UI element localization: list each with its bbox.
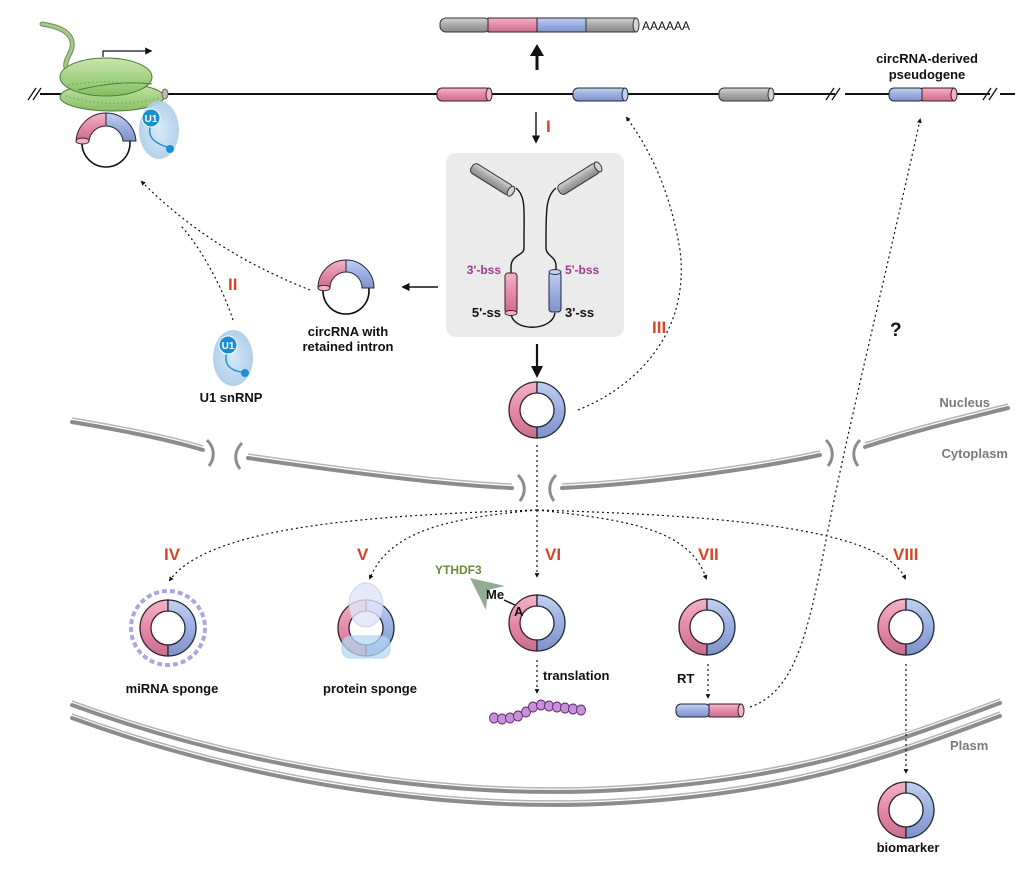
pathway-viii-arrow <box>536 509 906 580</box>
nuclear-pore <box>234 441 244 470</box>
amino-acid-bead <box>576 704 586 716</box>
nuclear-pore <box>852 438 862 467</box>
amino-acid-bead <box>505 712 515 724</box>
nuclear-pore <box>548 473 558 502</box>
backsplice-blue-exon <box>548 269 562 313</box>
retrotransposition-arrow <box>749 118 922 708</box>
mirna-cluster <box>129 589 207 667</box>
methyl-label: Me <box>486 587 504 602</box>
genomic-dna: circRNA-derived pseudogene <box>27 51 1015 102</box>
plasma-membrane <box>70 698 1002 807</box>
canonical-splicing-arrow <box>530 44 544 70</box>
unknown-mechanism-label: ? <box>890 320 902 341</box>
exon-pink-genomic <box>436 87 493 102</box>
biomarker-label: biomarker <box>877 840 940 855</box>
backsplicing-box: 3'-bss 5'-bss 5'-ss 3'-ss <box>446 153 624 337</box>
mirna-sponge-circrna <box>129 589 207 667</box>
exon-grey-genomic <box>718 87 775 102</box>
pathway-vi-label: VI <box>545 545 561 564</box>
pathway-iv-label: IV <box>164 545 181 564</box>
amino-acid-bead <box>513 710 523 722</box>
pathway-v-arrow <box>368 509 538 580</box>
break-mark-right <box>982 87 998 101</box>
amino-acid-bead <box>528 701 538 713</box>
protein-sponge-label: protein sponge <box>323 681 417 696</box>
rt-template-circrna <box>678 598 736 656</box>
pseudogene-label-line2: pseudogene <box>889 67 966 82</box>
amino-acid-bead <box>521 706 531 718</box>
label-5-bss: 5'-bss <box>565 263 600 277</box>
circrna-cdna <box>675 703 745 718</box>
backsplice-pink-exon <box>504 272 518 316</box>
ythdf3-label: YTHDF3 <box>435 563 482 577</box>
pathway-ii-u1-link <box>179 224 234 321</box>
label-3-bss: 3'-bss <box>467 263 502 277</box>
branch-arrows <box>168 509 906 582</box>
backsplicing-product-arrow <box>531 344 543 378</box>
mirna-sponge-label: miRNA sponge <box>126 681 219 696</box>
pathway-viii-label: VIII <box>893 545 919 564</box>
pathway-vii-arrow <box>536 509 708 580</box>
pathway-vii-label: VII <box>698 545 719 564</box>
biomarker-circrna <box>877 781 935 839</box>
pathway-ii-label: II <box>228 275 237 294</box>
polya-tail: AAAAAA <box>642 19 690 33</box>
pathway-v-label: V <box>357 545 369 564</box>
rna-polymerase-ii <box>39 21 169 112</box>
break-mark-mid <box>825 87 841 101</box>
u1-snrnp-label: U1 snRNP <box>200 390 263 405</box>
nuclear-pore <box>824 438 834 467</box>
secreted-circrna <box>877 598 935 656</box>
bound-protein <box>348 582 384 628</box>
protein-sponge-circrna <box>337 582 395 659</box>
u1-badge-top: U1 <box>145 114 158 125</box>
cytoplasm-label: Cytoplasm <box>942 446 1008 461</box>
pathway-ii-arrow <box>140 180 311 291</box>
pathway-i-label: I <box>546 117 551 136</box>
label-3-ss: 3'-ss <box>565 305 594 320</box>
ythdf3-protein <box>470 578 505 610</box>
bound-protein <box>341 635 391 659</box>
translation-label: translation <box>543 668 610 683</box>
pseudogene-label-line1: circRNA-derived <box>876 51 978 66</box>
u1-snrnp-at-polymerase: U1 <box>139 101 179 159</box>
eicirna-label-line1: circRNA with <box>308 324 388 339</box>
exon-blue-genomic <box>572 87 629 102</box>
rt-label: RT <box>677 671 694 686</box>
label-5-ss: 5'-ss <box>472 305 501 320</box>
eicirna <box>317 259 375 315</box>
nuclear-pore <box>205 438 215 467</box>
eicirna-label-line2: retained intron <box>302 339 393 354</box>
linear-mrna: AAAAAA <box>439 17 690 33</box>
tss-arrow <box>102 47 153 57</box>
u1-badge: U1 <box>222 341 235 352</box>
nuclear-circrna <box>508 381 566 439</box>
nuclear-pore <box>516 473 526 502</box>
adenosine-label: A <box>514 604 524 619</box>
eicirna-at-polymerase <box>75 112 137 168</box>
nuclear-envelope <box>70 403 1010 502</box>
plasm-label: Plasm <box>950 738 988 753</box>
break-mark-left <box>27 87 42 101</box>
pathway-iii-label: III <box>652 318 666 337</box>
pathway-iv-arrow <box>168 509 538 582</box>
pseudogene-exons <box>888 87 958 102</box>
peptide-chain <box>489 699 586 725</box>
u1-snrnp: U1 <box>213 330 253 386</box>
nucleus-label: Nucleus <box>939 395 990 410</box>
